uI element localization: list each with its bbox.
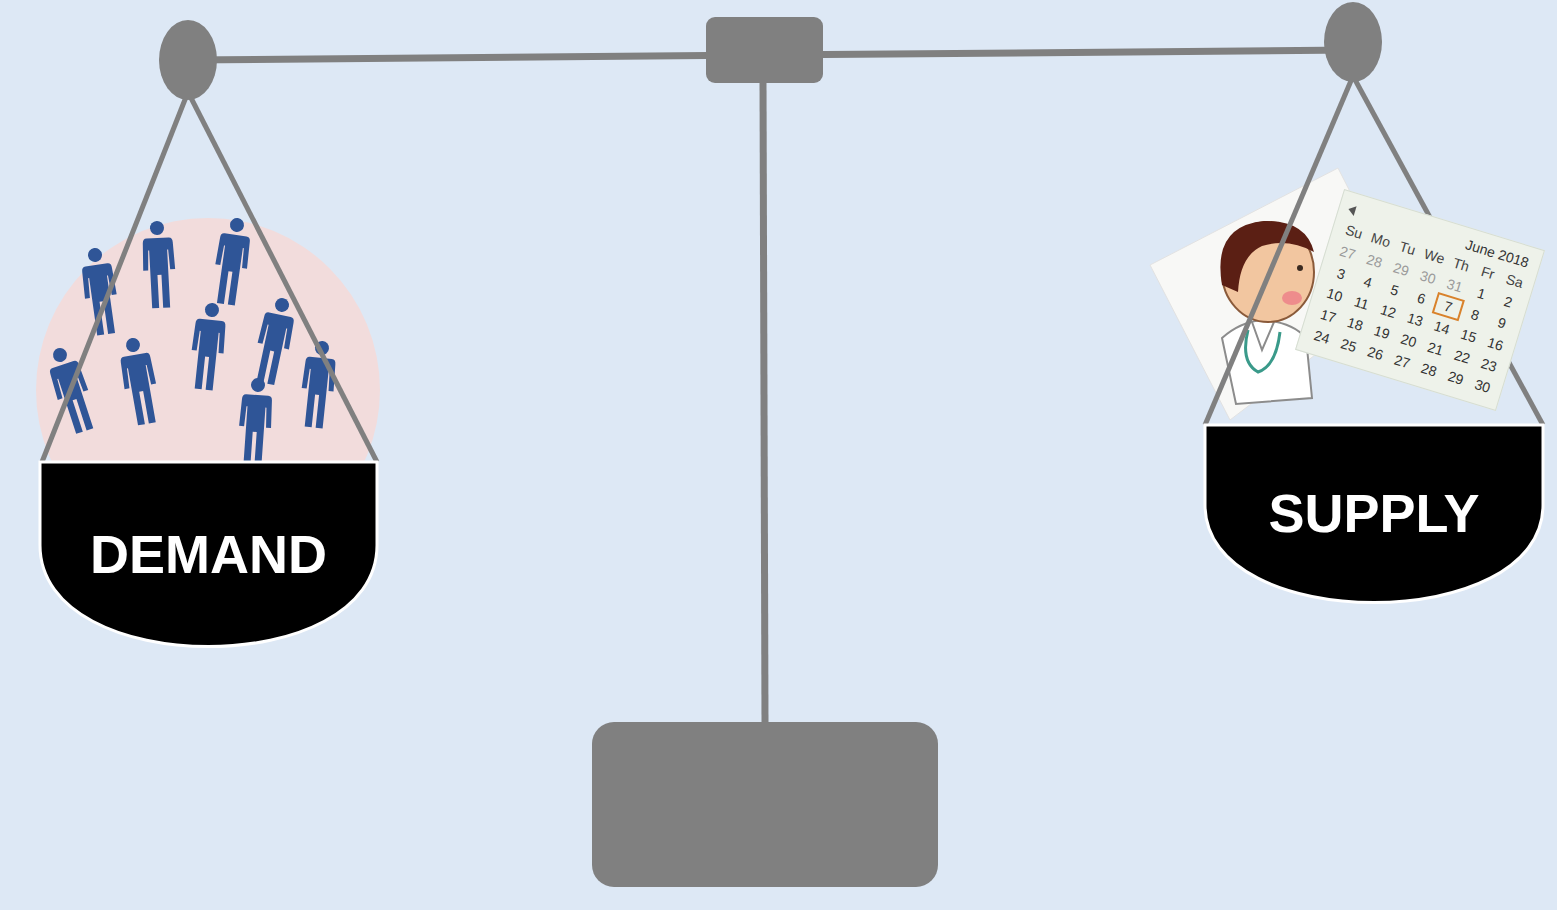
calendar-day: 30 — [1466, 371, 1499, 400]
calendar-day: 24 — [1305, 322, 1338, 351]
calendar-day: 2 — [1492, 287, 1525, 316]
scale-pan: SUPPLY — [1205, 425, 1543, 603]
pan-string — [42, 92, 188, 462]
calendar-day: 21 — [1419, 334, 1452, 363]
hanger-knob — [159, 20, 217, 100]
doctor-eye — [1297, 265, 1303, 271]
calendar-weekday: Mo — [1364, 225, 1397, 254]
calendar-arrow — [1347, 204, 1357, 216]
pan-string — [188, 92, 377, 462]
scale-post — [763, 80, 765, 724]
person-icon — [210, 216, 254, 307]
calendar-day: 9 — [1485, 308, 1518, 337]
calendar-day: 28 — [1412, 355, 1445, 384]
doctor-cheek — [1282, 291, 1302, 305]
scale-base — [592, 722, 938, 887]
calendar-day: 29 — [1385, 255, 1418, 284]
calendar-day: 8 — [1458, 300, 1491, 329]
calendar-day: 30 — [1411, 263, 1444, 292]
person-icon — [250, 295, 299, 387]
calendar-weekday: We — [1418, 242, 1451, 271]
person-icon — [78, 246, 122, 337]
calendar-day: 12 — [1372, 297, 1405, 326]
calendar-day: 31 — [1438, 271, 1471, 300]
calendar-day: 18 — [1339, 309, 1372, 338]
calendar-day: 15 — [1452, 321, 1485, 350]
calendar-day: 26 — [1359, 339, 1392, 368]
calendar-day: 22 — [1446, 342, 1479, 371]
stethoscope — [1246, 330, 1280, 372]
calendar-day: 28 — [1358, 246, 1391, 275]
coat-collar — [1252, 322, 1274, 350]
calendar-day: 1 — [1465, 279, 1498, 308]
calendar-day: 27 — [1386, 347, 1419, 376]
pan-bowl-shape — [1205, 425, 1543, 603]
calendar-day: 10 — [1318, 280, 1351, 309]
calendar-day: 11 — [1345, 288, 1378, 317]
calendar-day: 4 — [1351, 267, 1384, 296]
person-icon — [298, 339, 339, 429]
calendar-day: 23 — [1472, 350, 1505, 379]
calendar-day: 17 — [1312, 301, 1345, 330]
calendar-day: 5 — [1378, 276, 1411, 305]
calendar-day: 16 — [1479, 329, 1512, 358]
beam-pivot — [706, 17, 823, 83]
calendar-day: 19 — [1365, 318, 1398, 347]
calendar-day: 3 — [1325, 259, 1358, 288]
calendar-days: 2728293031123456789101112131415161718192… — [1305, 238, 1523, 400]
doctor-coat — [1222, 320, 1312, 404]
person-icon — [116, 335, 163, 426]
person-icon — [236, 377, 274, 466]
calendar-day: 27 — [1331, 238, 1364, 267]
calendar-day: 20 — [1392, 326, 1425, 355]
calendar-day: 7 — [1432, 292, 1465, 321]
pan-bowl-shape — [40, 462, 377, 647]
calendar-day: 29 — [1439, 363, 1472, 392]
calendar-day: 13 — [1399, 305, 1432, 334]
pan-label: DEMAND — [90, 525, 327, 584]
scale-pan: DEMAND — [40, 462, 377, 647]
calendar-day: 14 — [1425, 313, 1458, 342]
person-icon — [141, 220, 178, 309]
hanger-knob — [1324, 2, 1382, 82]
calendar-weekday: Tu — [1391, 234, 1424, 263]
calendar-day: 25 — [1332, 331, 1365, 360]
pan-label: SUPPLY — [1268, 484, 1479, 543]
crowd-icons — [43, 216, 339, 466]
calendar-weekday: Su — [1337, 217, 1370, 246]
calendar-month: June 2018 — [1464, 236, 1535, 272]
person-icon — [188, 301, 229, 391]
